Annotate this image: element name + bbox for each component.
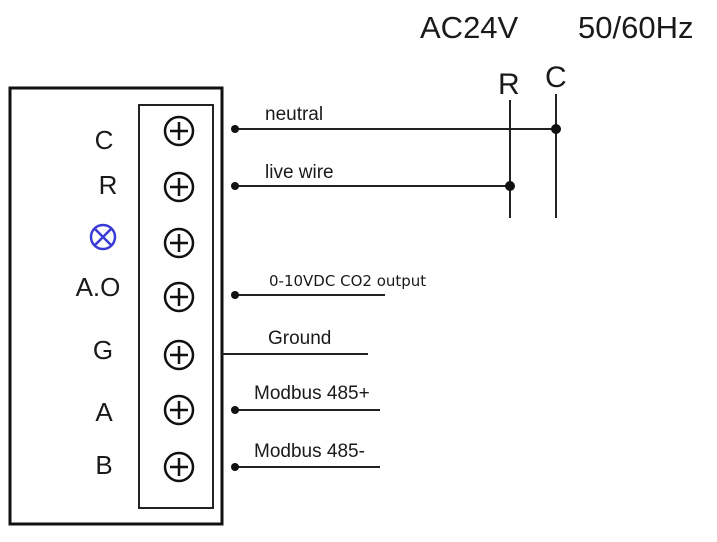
- supply-voltage: AC24V: [420, 10, 519, 45]
- device-housing: [8, 86, 224, 526]
- wire-label-modbus-minus: Modbus 485-: [254, 441, 365, 462]
- supply-frequency: 50/60Hz: [578, 10, 693, 45]
- wire-label-ground: Ground: [268, 328, 331, 349]
- wire-label-modbus-plus: Modbus 485+: [254, 383, 370, 404]
- wire-dot: [231, 182, 239, 190]
- wire-dot: [231, 406, 239, 414]
- wire-label-neutral: neutral: [265, 104, 323, 125]
- terminal-label-ao: A.O: [76, 272, 121, 302]
- wire-dot: [231, 291, 239, 299]
- screw-icon: [163, 227, 195, 259]
- bus-label-r: R: [498, 68, 520, 101]
- wire-dot: [231, 125, 239, 133]
- wire-dot: [231, 463, 239, 471]
- terminal-block: [138, 104, 214, 509]
- wire-label-live: live wire: [265, 162, 334, 183]
- terminal-label-g: G: [93, 335, 113, 365]
- screw-icon: [163, 171, 195, 203]
- bus-label-c: C: [545, 61, 567, 94]
- screw-icon: [163, 451, 195, 483]
- junction-dot: [505, 181, 515, 191]
- terminal-label-a: A: [95, 397, 113, 427]
- terminal-label-b: B: [95, 450, 112, 480]
- wire-label-ao: 0-10VDC CO2 output: [269, 272, 426, 290]
- terminal-label-r: R: [99, 170, 118, 200]
- screw-icon: [163, 115, 195, 147]
- screw-icon: [163, 339, 195, 371]
- screw-icon: [163, 394, 195, 426]
- junction-dot: [551, 124, 561, 134]
- screw-icon: [163, 281, 195, 313]
- terminal-label-c: C: [95, 125, 114, 155]
- lamp-cross-icon: [89, 223, 117, 251]
